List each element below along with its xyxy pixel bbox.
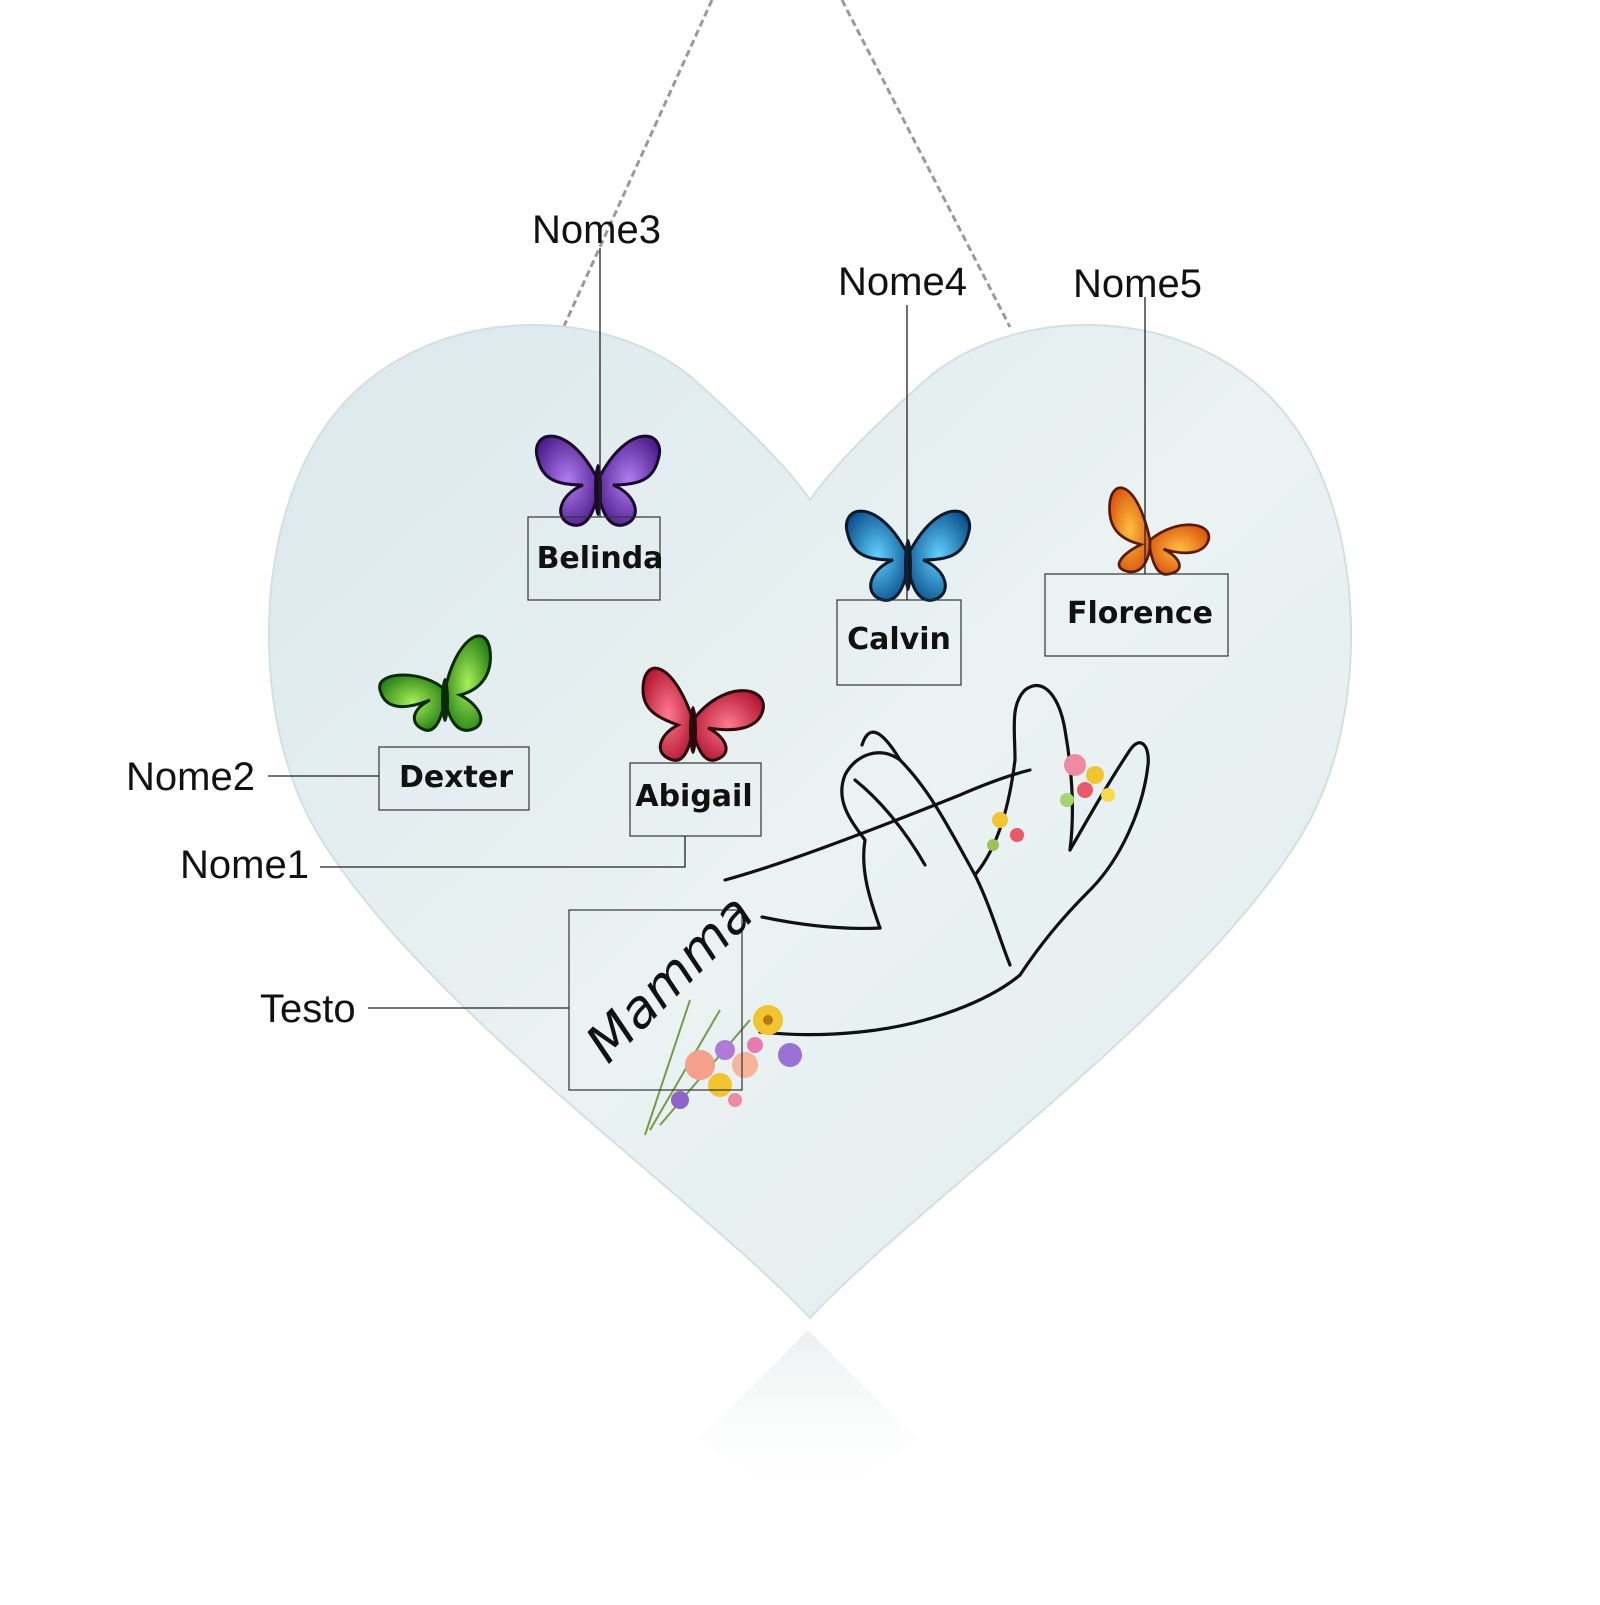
- red-butterfly-icon: [641, 666, 765, 762]
- name-nome4: Calvin: [847, 622, 951, 657]
- leader-lines: [268, 248, 1146, 1009]
- name-box-nome1[interactable]: Abigail: [629, 762, 762, 837]
- name-nome1: Abigail: [635, 779, 752, 814]
- name-nome5: Florence: [1067, 596, 1213, 631]
- callout-nome4: Nome4: [838, 260, 967, 304]
- name-box-nome5[interactable]: Florence: [1044, 573, 1229, 657]
- name-box-nome3[interactable]: Belinda: [527, 516, 664, 601]
- callout-nome1: Nome1: [180, 843, 309, 887]
- hand-flowers: [987, 754, 1115, 851]
- name-box-nome2[interactable]: Dexter: [378, 746, 530, 811]
- hanging-chain: [558, 0, 1012, 336]
- name-nome2: Dexter: [399, 760, 513, 795]
- purple-butterfly-icon: [535, 434, 661, 527]
- flower-bouquet-icon: [644, 754, 1115, 1136]
- heart-sign: [268, 324, 1352, 1320]
- callout-testo: Testo: [260, 987, 356, 1031]
- heart-reflection: [700, 1330, 916, 1510]
- wrist-flowers: [644, 999, 802, 1136]
- name-nome3: Belinda: [537, 541, 664, 576]
- name-box-nome4[interactable]: Calvin: [836, 599, 962, 686]
- green-butterfly-icon: [378, 634, 492, 732]
- blue-butterfly-icon: [845, 509, 971, 602]
- callout-nome2: Nome2: [126, 755, 255, 799]
- orange-butterfly-icon: [1108, 486, 1211, 576]
- callout-nome3: Nome3: [532, 208, 661, 252]
- callout-nome5: Nome5: [1073, 262, 1202, 306]
